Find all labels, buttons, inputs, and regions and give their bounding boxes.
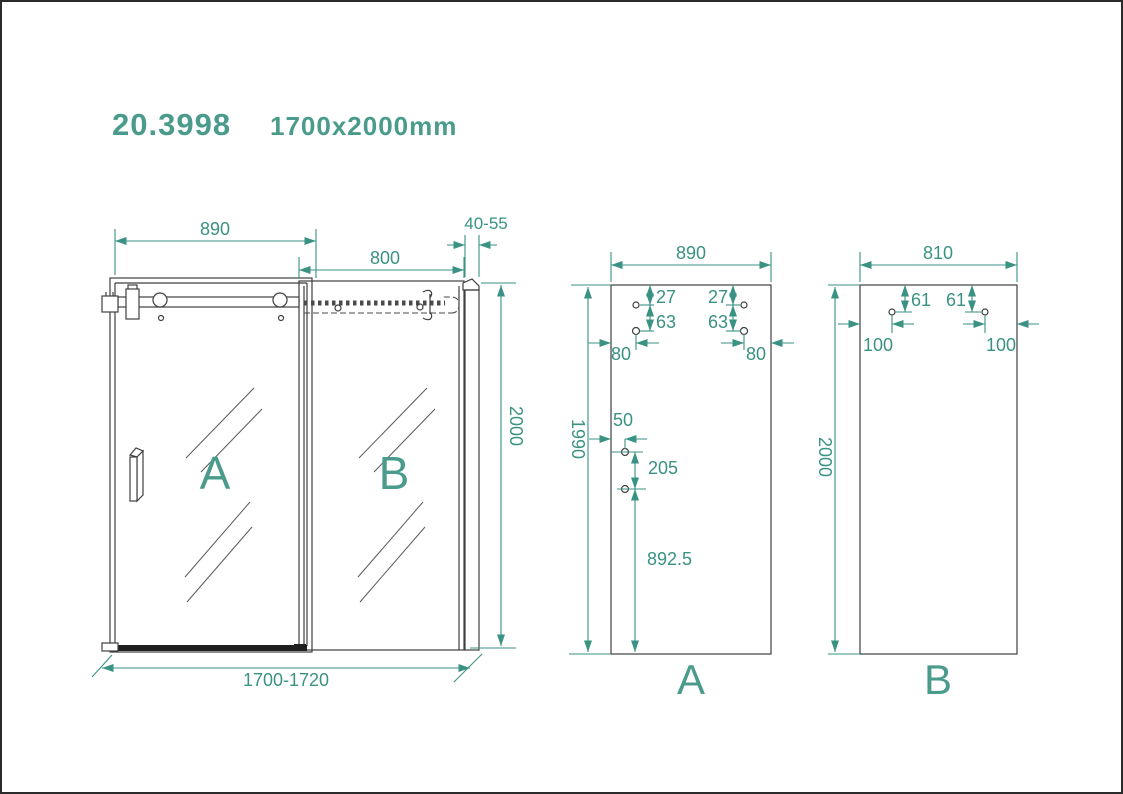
model-number: 20.3998 xyxy=(112,107,231,142)
dim-a-holes-right: 27 63 xyxy=(708,285,741,332)
assembled-view: A B 890 800 40-55 2000 xyxy=(91,214,526,690)
bottom-guide xyxy=(101,642,119,652)
title-block: 20.3998 1700x2000mm xyxy=(112,107,457,142)
dim-b-height: 2000 xyxy=(815,284,860,655)
svg-text:63: 63 xyxy=(708,312,728,332)
dim-b-hole-edge-left: 100 xyxy=(838,315,914,355)
panel-b-view: 810 61 61 100 100 xyxy=(815,243,1039,703)
glass-reflections xyxy=(184,387,436,603)
svg-text:205: 205 xyxy=(648,458,678,478)
svg-text:80: 80 xyxy=(746,344,766,364)
glass-panel-a xyxy=(109,277,313,653)
svg-text:2000: 2000 xyxy=(506,406,526,446)
hidden-rail-dashed xyxy=(304,289,460,321)
svg-text:2000: 2000 xyxy=(815,437,835,477)
svg-text:1990: 1990 xyxy=(568,419,588,459)
dim-a-handle-bottom: 892.5 xyxy=(631,489,692,652)
panel-b-view-label: B xyxy=(924,656,952,703)
dim-panel-a-width: 890 xyxy=(114,219,317,278)
panel-a-view: 890 27 63 27 63 80 xyxy=(568,243,794,703)
svg-text:810: 810 xyxy=(923,243,953,263)
dim-b-hole-top-right: 61 xyxy=(946,285,982,313)
svg-text:40-55: 40-55 xyxy=(464,214,507,233)
panel-b-outline xyxy=(859,284,1018,655)
bottom-rail xyxy=(101,642,307,652)
dim-a-handle-edge: 50 xyxy=(589,410,647,453)
dim-a-height: 1990 xyxy=(568,284,611,655)
svg-text:50: 50 xyxy=(613,410,633,430)
svg-text:61: 61 xyxy=(946,290,966,310)
dim-b-hole-top-left: 61 xyxy=(895,285,931,313)
dim-total-width: 1700-1720 xyxy=(91,653,483,690)
svg-text:892.5: 892.5 xyxy=(647,549,692,569)
svg-text:890: 890 xyxy=(200,219,230,239)
svg-text:100: 100 xyxy=(986,335,1016,355)
screw-left xyxy=(157,314,165,322)
svg-text:1700-1720: 1700-1720 xyxy=(243,670,329,690)
svg-text:61: 61 xyxy=(911,290,931,310)
svg-text:27: 27 xyxy=(656,287,676,307)
svg-text:80: 80 xyxy=(611,344,631,364)
roller-left xyxy=(152,292,168,308)
dim-a-hole-edge-right: 80 xyxy=(721,334,794,364)
svg-text:800: 800 xyxy=(370,248,400,268)
dim-a-width: 890 xyxy=(610,243,772,282)
dim-b-hole-edge-right: 100 xyxy=(963,315,1039,355)
wall-profile xyxy=(462,278,480,651)
dim-b-width: 810 xyxy=(859,243,1018,282)
dim-a-holes-left: 27 63 xyxy=(640,285,676,332)
panel-a-outline xyxy=(610,284,772,655)
door-handle xyxy=(128,447,145,503)
dim-panel-b-width: 800 xyxy=(298,248,465,278)
svg-text:63: 63 xyxy=(656,312,676,332)
panel-a-view-label: A xyxy=(677,656,705,703)
assembled-panel-a-label: A xyxy=(200,447,231,499)
assembled-panel-b-label: B xyxy=(379,447,410,499)
screw-right xyxy=(277,314,285,322)
dim-assembled-height: 2000 xyxy=(470,282,526,649)
glass-panel-b xyxy=(298,280,465,651)
dim-a-handle-spacing: 205 xyxy=(617,452,678,490)
svg-text:27: 27 xyxy=(708,287,728,307)
rail-clamp xyxy=(422,289,433,321)
svg-text:100: 100 xyxy=(863,335,893,355)
wall-bracket xyxy=(101,295,119,313)
svg-text:890: 890 xyxy=(676,243,706,263)
dim-wall-profile: 40-55 xyxy=(447,214,508,277)
product-size: 1700x2000mm xyxy=(270,111,457,141)
top-rail xyxy=(101,284,300,322)
roller-right xyxy=(272,292,288,308)
dim-a-hole-edge-left: 80 xyxy=(588,334,659,364)
rail-bracket xyxy=(125,288,140,320)
